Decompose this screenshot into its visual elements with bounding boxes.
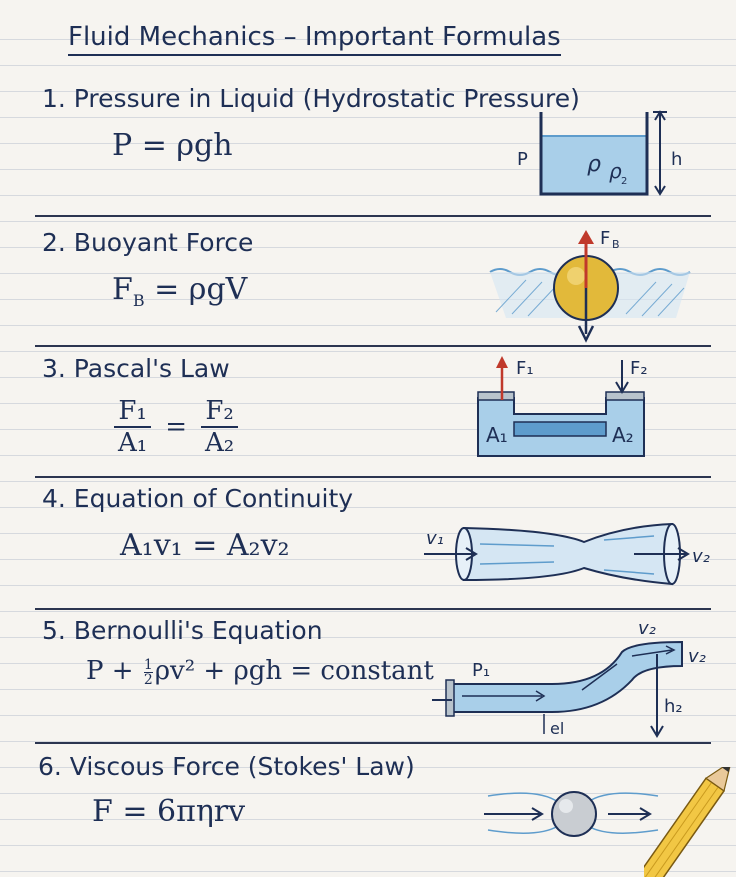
section-1-heading: 1. Pressure in Liquid (Hydrostatic Press… — [42, 84, 580, 113]
tank-pressure-label: P — [517, 149, 528, 170]
bernoulli-pre: P + — [86, 656, 142, 686]
buoyant-sub: B — [132, 291, 145, 310]
section-4-formula: A₁v₁ = A₂v₂ — [120, 528, 290, 563]
buoyancy-diagram: F B — [489, 228, 691, 343]
pencil-icon — [644, 767, 732, 877]
hydrostatic-tank-diagram: P ρ ρ 2 h — [517, 110, 682, 196]
section-6-formula: F = 6πηrv — [92, 794, 246, 829]
bernoulli-half-num: 1 — [143, 656, 153, 673]
buoyant-rest: = ρgV — [144, 272, 248, 307]
stokes-sphere-diagram — [484, 791, 659, 837]
tank-density-label-2: ρ — [609, 159, 622, 183]
bernoulli-v2-right-label: v₂ — [688, 646, 706, 667]
fraction-right-denominator: A₂ — [205, 428, 235, 458]
section-5-heading: 5. Bernoulli's Equation — [42, 616, 323, 645]
continuity-v1-label: v₁ — [426, 528, 444, 549]
section-3-formula: F₁ A₁ = F₂ A₂ — [114, 396, 238, 458]
pascal-f1-label: F₁ — [516, 358, 534, 379]
tank-height-label: h — [671, 149, 682, 170]
pascal-a2-label: A₂ — [612, 423, 634, 447]
divider-4 — [35, 608, 711, 610]
fraction-left-numerator: F₁ — [114, 396, 151, 428]
bernoulli-post: ρv² + ρgh = constant — [154, 656, 434, 686]
section-4-heading: 4. Equation of Continuity — [42, 484, 354, 513]
divider-2 — [35, 345, 711, 347]
fraction-left-denominator: A₁ — [118, 428, 148, 458]
hydraulic-press-diagram: F₁ F₂ A₁ A₂ — [477, 356, 648, 457]
section-1-formula: P = ρgh — [112, 128, 233, 163]
continuity-v2-label: v₂ — [692, 546, 710, 567]
equals-sign: = — [165, 412, 187, 442]
fraction-left: F₁ A₁ — [114, 396, 151, 458]
divider-3 — [35, 476, 711, 478]
fraction-right: F₂ A₂ — [201, 396, 238, 458]
buoyant-force-label: F — [600, 228, 610, 249]
pascal-f2-label: F₂ — [630, 358, 648, 379]
buoyant-force-subscript: B — [612, 238, 620, 251]
page-title: Fluid Mechanics – Important Formulas — [68, 22, 561, 56]
section-3-heading: 3. Pascal's Law — [42, 354, 230, 383]
buoyant-f: F — [112, 272, 133, 307]
section-6-heading: 6. Viscous Force (Stokes' Law) — [38, 752, 415, 781]
pascal-a1-label: A₁ — [486, 423, 508, 447]
tank-density-subscript: 2 — [621, 176, 627, 187]
tank-density-label: ρ — [587, 152, 601, 177]
section-2-formula: FB = ρgV — [112, 272, 247, 310]
bernoulli-v2-top-label: v₂ — [638, 618, 656, 639]
bernoulli-pipe-diagram: v₂ v₂ P₁ h₂ el — [432, 618, 706, 738]
continuity-tube-diagram: v₁ v₂ — [424, 522, 710, 586]
bernoulli-h2-label: h₂ — [664, 696, 683, 717]
divider-1 — [35, 215, 711, 217]
bernoulli-el-label: el — [550, 719, 564, 738]
bernoulli-half-den: 2 — [143, 671, 153, 688]
bernoulli-p1-label: P₁ — [472, 660, 490, 681]
divider-5 — [35, 742, 711, 744]
fraction-right-numerator: F₂ — [201, 396, 238, 428]
section-2-heading: 2. Buoyant Force — [42, 228, 254, 257]
